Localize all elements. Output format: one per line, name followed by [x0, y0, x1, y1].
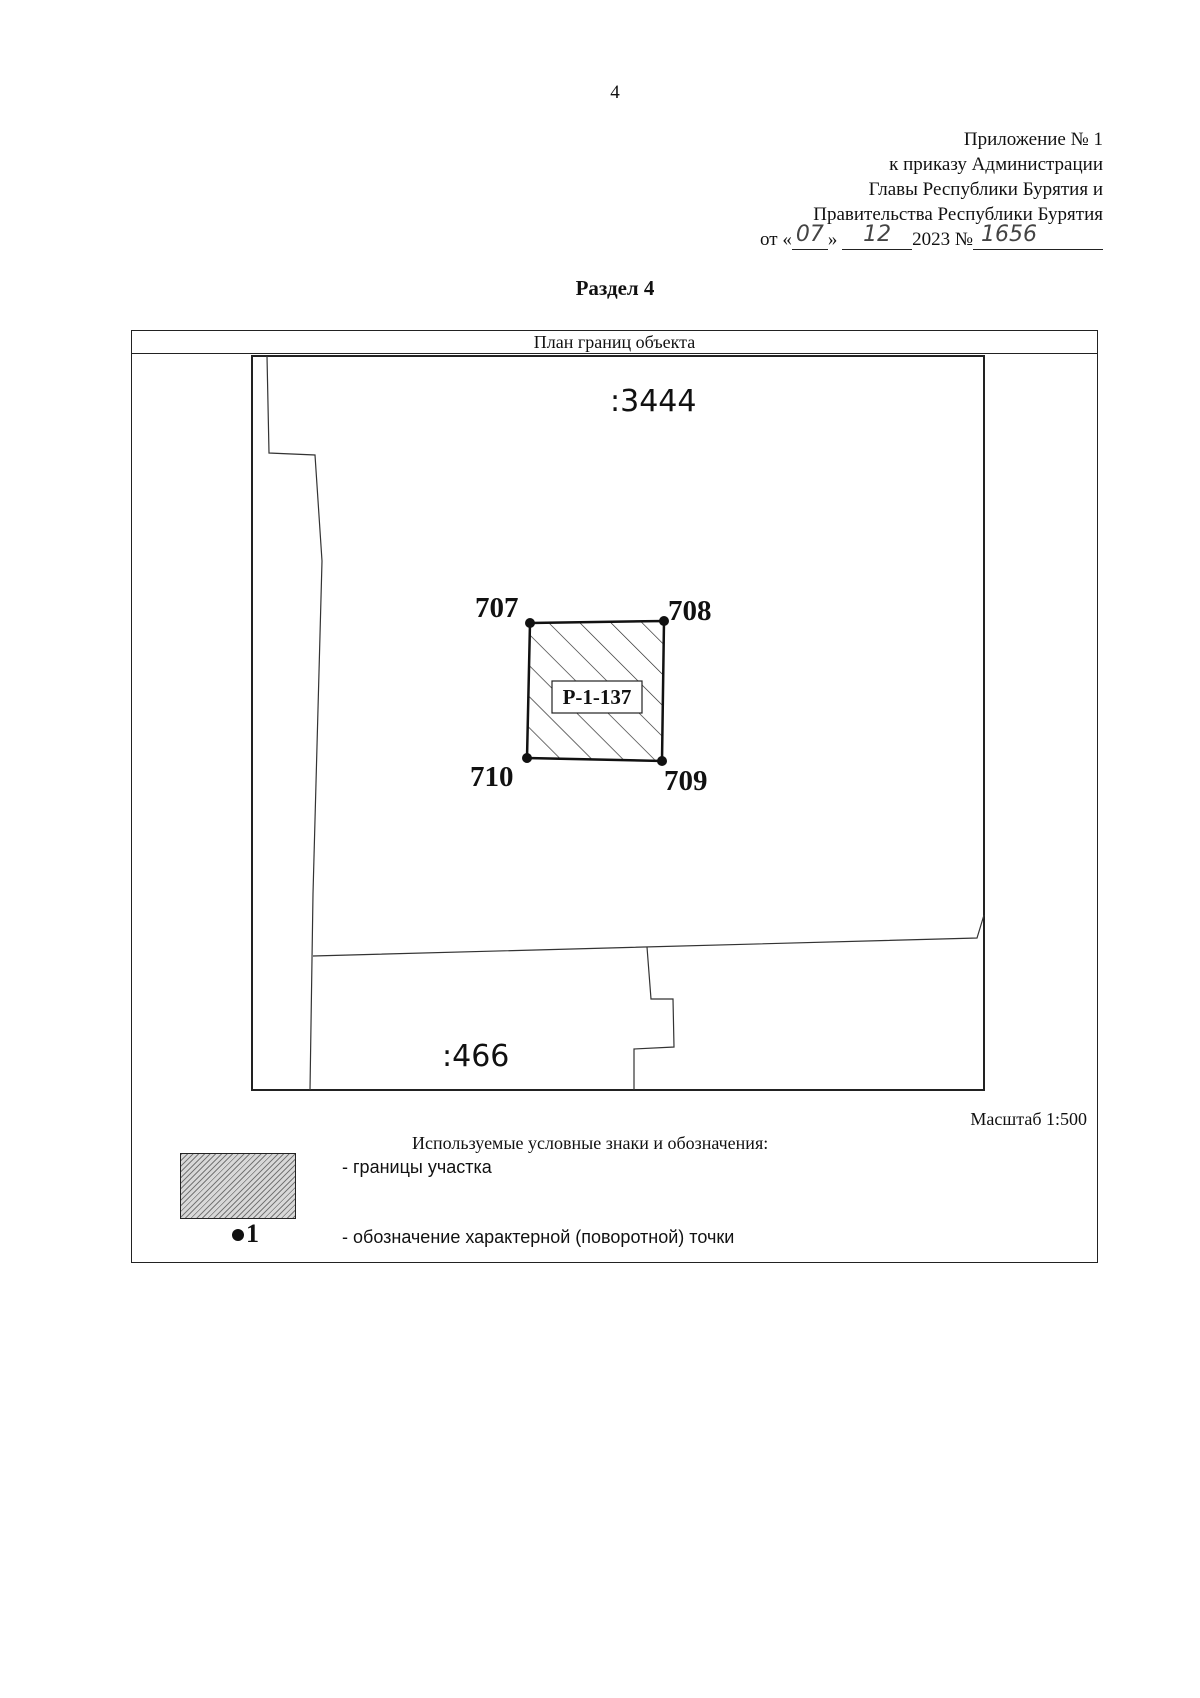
point-709-marker — [657, 756, 667, 766]
legend-point-symbol: 1 — [232, 1219, 259, 1249]
year-text: 2023 № — [912, 229, 973, 250]
boundary-map: Р-1-137 707 708 709 710 :3444 :466 — [251, 355, 985, 1091]
point-710-label: 710 — [470, 761, 514, 793]
legend-boundary-text: - границы участка — [342, 1157, 492, 1177]
section-title: Раздел 4 — [575, 276, 655, 300]
appendix-block: Приложение № 1 к приказу Администрации Г… — [760, 127, 1103, 252]
point-707-marker — [525, 618, 535, 628]
point-707-label: 707 — [475, 592, 519, 624]
date-mid: » — [827, 229, 838, 250]
legend-point-number: 1 — [246, 1219, 259, 1248]
object-label-box — [551, 680, 643, 714]
plan-header: План границ объекта — [132, 331, 1097, 354]
appendix-line-2: к приказу Администрации — [889, 154, 1103, 175]
legend-title: Используемые условные знаки и обозначени… — [412, 1133, 769, 1153]
appendix-line-3: Главы Республики Бурятия и — [868, 179, 1103, 200]
point-709-label: 709 — [664, 765, 708, 797]
legend-boundary-swatch — [180, 1153, 296, 1219]
parcel-label-south: :466 — [442, 1039, 509, 1074]
day-field: 07 — [791, 224, 828, 250]
map-border — [251, 355, 985, 1091]
object-label: Р-1-137 — [563, 685, 632, 709]
appendix-line-1: Приложение № 1 — [963, 129, 1103, 150]
plan-frame: План границ объекта Р-1-137 707 708 709 … — [131, 330, 1098, 1263]
legend-point-text: - обозначение характерной (поворотной) т… — [342, 1227, 735, 1247]
point-708-marker — [659, 616, 669, 626]
point-dot-icon — [232, 1229, 244, 1241]
month-field: 12 — [842, 224, 913, 250]
point-708-label: 708 — [668, 595, 712, 627]
date-prefix: от « — [760, 229, 792, 250]
scale-label: Масштаб 1:500 — [970, 1109, 1087, 1129]
order-number-handwritten: 1656 — [981, 222, 1037, 247]
parcel-boundary-middle — [312, 914, 985, 957]
month-handwritten: 12 — [863, 222, 892, 247]
parcel-boundary-south — [633, 946, 675, 1090]
day-handwritten: 07 — [795, 222, 824, 247]
appendix-line-4: Правительства Республики Бурятия — [813, 204, 1103, 225]
parcel-label-north: :3444 — [610, 384, 696, 419]
order-number-field: 1656 — [973, 224, 1103, 250]
parcel-boundary-west — [266, 355, 323, 1091]
point-710-marker — [522, 753, 532, 763]
page-number: 4 — [610, 82, 620, 103]
order-date-line: от «07» 12 2023 № 1656 — [760, 224, 1103, 252]
